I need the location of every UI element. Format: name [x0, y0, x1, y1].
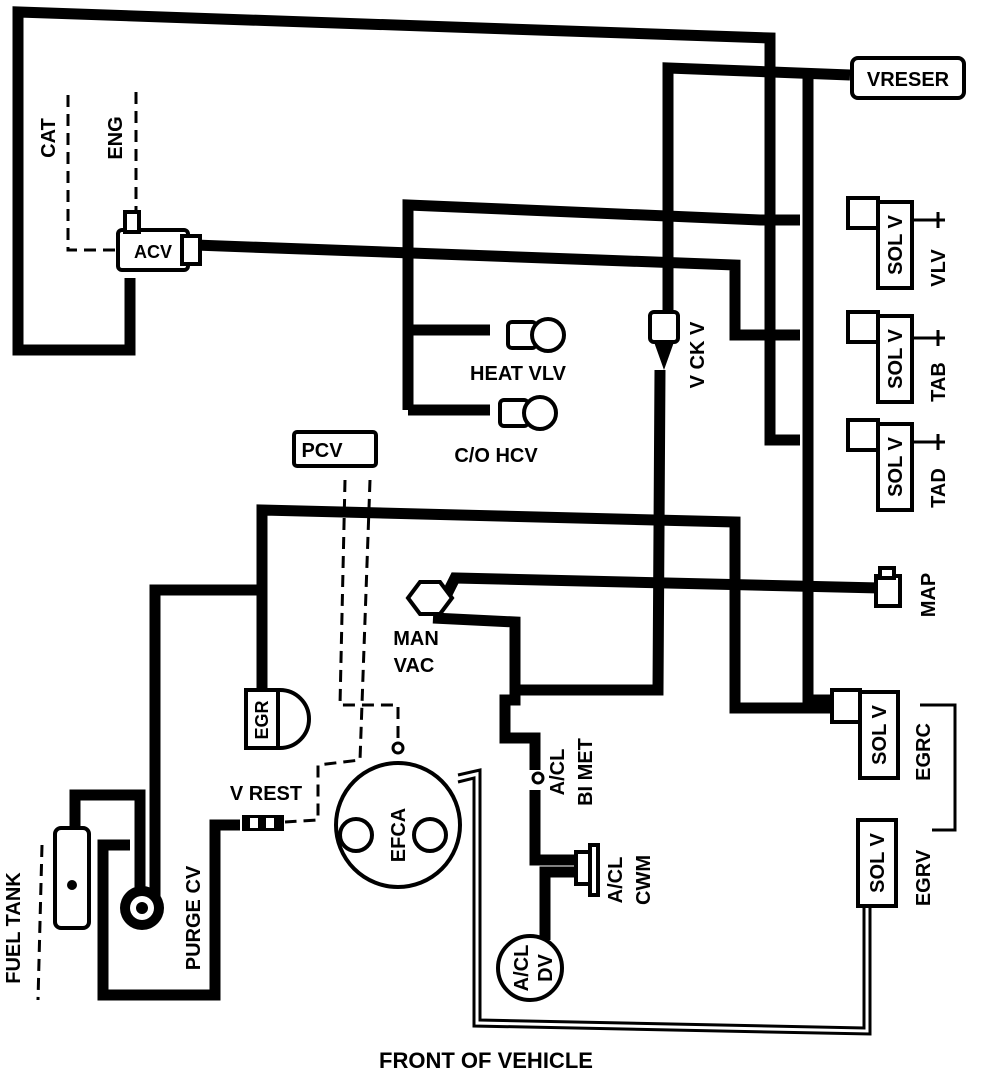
- sol-v-egrc-label: SOL V: [869, 705, 891, 765]
- acl-dv-label-b: DV: [535, 953, 557, 981]
- hose-vreser-check: [662, 62, 851, 315]
- vlv-label: VLV: [928, 249, 950, 287]
- fuel-tank-label: FUEL TANK: [3, 872, 25, 984]
- tad-label: TAD: [928, 468, 950, 508]
- dash-fuel-tank: [36, 844, 44, 1001]
- hose-acv-outer-loop: [12, 6, 800, 446]
- acv-valve: ACV: [116, 210, 202, 272]
- hose-tank-return: [97, 819, 240, 1001]
- efca-label: EFCA: [388, 808, 410, 862]
- vreser-label: VRESER: [867, 69, 950, 91]
- hose-ac-cwm: [529, 790, 578, 866]
- sol-v-egrc: SOL V: [830, 688, 900, 780]
- dash-pcv-efca: [338, 479, 400, 745]
- acv-label: ACV: [134, 242, 172, 262]
- thin-efca-egrv-b: [457, 776, 872, 1036]
- sol-v-egrv-label: SOL V: [867, 833, 889, 893]
- purge-cv-label: PURGE CV: [183, 865, 205, 970]
- eng-label: ENG: [105, 116, 127, 159]
- heat-vlv-label: HEAT VLV: [470, 363, 567, 385]
- heat-vlv-component: [506, 317, 566, 353]
- hose-sol-trunk: [802, 75, 835, 706]
- man-label: MAN: [393, 628, 439, 650]
- efca-canister: EFCA: [334, 741, 462, 889]
- pcv-valve: PCV: [292, 430, 378, 468]
- acl-cwm-label-b: CWM: [633, 855, 655, 905]
- v-ck-v-component: [648, 310, 680, 370]
- man-vac-fitting: [405, 580, 455, 616]
- pcv-label: PCV: [301, 440, 343, 462]
- acl-cwm-valve: [574, 843, 600, 897]
- acl-dv-label-a: A/CL: [511, 945, 533, 992]
- hose-manvac-ac: [432, 612, 541, 770]
- hose-acv-to-tab: [194, 239, 800, 341]
- sol-v-tad: SOL V: [846, 418, 945, 512]
- acl-bimet-port: [531, 771, 545, 785]
- dash-cat: [66, 95, 120, 252]
- egr-label: EGR: [252, 700, 272, 739]
- hose-check-to-manifold: [515, 369, 666, 696]
- co-hcv-component: [498, 395, 558, 431]
- thin-efca-egrv-a: [457, 768, 866, 1030]
- map-label: MAP: [918, 573, 940, 617]
- sol-v-vlv: SOL V: [846, 196, 945, 290]
- vac-label: VAC: [394, 655, 435, 677]
- thin-lines: [36, 92, 957, 1036]
- vreser-reservoir: VRESER: [850, 56, 966, 100]
- sol-v-tab: SOL V: [846, 310, 945, 404]
- sol-v-egrv: SOL V: [856, 818, 898, 908]
- sol-v-tab-label: SOL V: [885, 329, 907, 389]
- hose-fuel-tank: [69, 789, 146, 900]
- purge-cv-valve: [120, 886, 164, 930]
- acl-bimet-label-a: A/CL: [547, 749, 569, 796]
- acl-bimet-label-b: BI MET: [575, 738, 597, 806]
- hose-lines: [12, 6, 881, 1001]
- map-sensor: [874, 566, 902, 608]
- fuel-tank-valve: [53, 826, 91, 930]
- footer-front-of-vehicle: FRONT OF VEHICLE: [379, 1048, 593, 1073]
- egrv-label: EGRV: [913, 849, 935, 906]
- sol-v-tad-label: SOL V: [885, 437, 907, 497]
- tab-label: TAB: [928, 362, 950, 402]
- egr-valve: EGR: [244, 688, 311, 750]
- thin-egrc-egrv: [920, 703, 957, 832]
- cat-label: CAT: [38, 118, 60, 158]
- hose-purge: [149, 584, 262, 920]
- v-rest-label: V REST: [230, 783, 302, 805]
- acl-dv-component: A/CL DV: [496, 934, 564, 1002]
- hose-pcv-egrc: [256, 504, 835, 714]
- sol-v-vlv-label: SOL V: [885, 215, 907, 275]
- acl-cwm-label-a: A/CL: [605, 857, 627, 904]
- egrc-label: EGRC: [913, 723, 935, 781]
- v-ck-v-label: V CK V: [687, 321, 709, 388]
- hose-cwm-dv: [539, 866, 578, 940]
- dash-pcv-vrest: [284, 479, 372, 824]
- co-hcv-label: C/O HCV: [454, 445, 538, 467]
- v-rest-restrictor: [242, 815, 284, 831]
- hose-heater-loop: [402, 199, 800, 410]
